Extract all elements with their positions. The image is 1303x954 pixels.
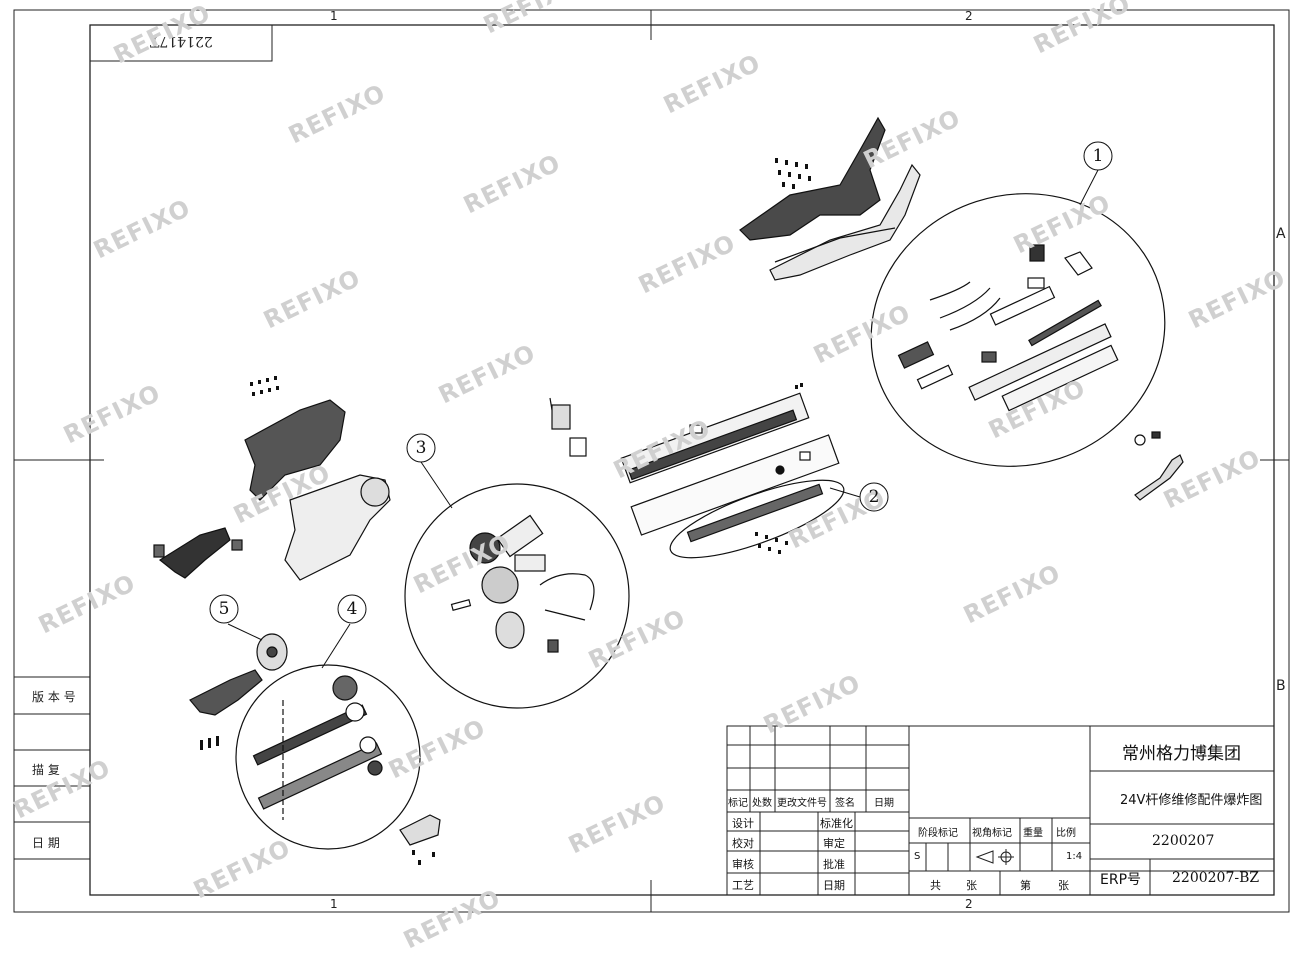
- callout-5: 5: [218, 599, 230, 619]
- page-label: 第: [1020, 879, 1031, 892]
- callout-2: 2: [868, 487, 880, 507]
- zone-label-bottom-1: 1: [330, 897, 338, 911]
- callout-3: 3: [415, 438, 427, 458]
- exploded-parts-drawing: [13, 9, 1290, 913]
- inverted-drawing-code: 221417T: [150, 33, 213, 49]
- zone-label-right-b: B: [1276, 678, 1286, 694]
- zone-label-bottom-2: 2: [965, 897, 973, 911]
- approval-standard: 标准化: [820, 817, 853, 830]
- rev-header-sign: 签名: [835, 798, 855, 809]
- total-sheet-word: 张: [966, 879, 977, 892]
- zone-label-top-1: 1: [330, 9, 338, 23]
- role-check: 校对: [732, 837, 754, 850]
- role-review: 审核: [732, 858, 754, 871]
- role-design: 设计: [732, 817, 754, 830]
- approval-approve: 批准: [823, 858, 845, 871]
- trace-label: 描 复: [32, 763, 60, 777]
- rev-header-mark: 标记: [728, 798, 748, 809]
- rev-header-count: 处数: [752, 798, 772, 809]
- erp-number: 2200207-BZ: [1172, 870, 1260, 886]
- erp-label: ERP号: [1100, 872, 1142, 888]
- approval-date: 日期: [823, 879, 845, 892]
- weight-label: 重量: [1023, 828, 1043, 839]
- scale-label: 比例: [1056, 828, 1076, 839]
- company-name: 常州格力博集团: [1122, 744, 1241, 764]
- total-label: 共: [930, 879, 941, 892]
- scale-value: 1:4: [1066, 851, 1083, 862]
- version-label: 版 本 号: [32, 690, 76, 704]
- view-label: 视角标记: [972, 828, 1012, 839]
- group-4-outline: [235, 664, 421, 850]
- title-block: [726, 725, 1275, 896]
- callout-1: 1: [1092, 146, 1104, 166]
- rev-header-doc: 更改文件号: [777, 798, 827, 809]
- rev-header-date: 日期: [874, 798, 894, 809]
- zone-label-top-2: 2: [965, 9, 973, 23]
- drawing-number: 2200207: [1152, 833, 1215, 849]
- parts-illustration: [153, 116, 1184, 865]
- approval-audit: 审定: [823, 837, 845, 850]
- callout-4: 4: [346, 599, 358, 619]
- group-1-outline: [870, 193, 1166, 467]
- role-process: 工艺: [732, 879, 754, 892]
- group-3-outline: [404, 483, 630, 709]
- page-sheet-word: 张: [1058, 879, 1069, 892]
- group-2-outline: [669, 479, 845, 559]
- drawing-title: 24V杆修维修配件爆炸图: [1120, 793, 1263, 808]
- zone-label-right-a: A: [1276, 226, 1286, 242]
- stage-label: 阶段标记: [918, 828, 958, 839]
- stage-value: S: [914, 851, 921, 862]
- date-label: 日 期: [32, 836, 60, 850]
